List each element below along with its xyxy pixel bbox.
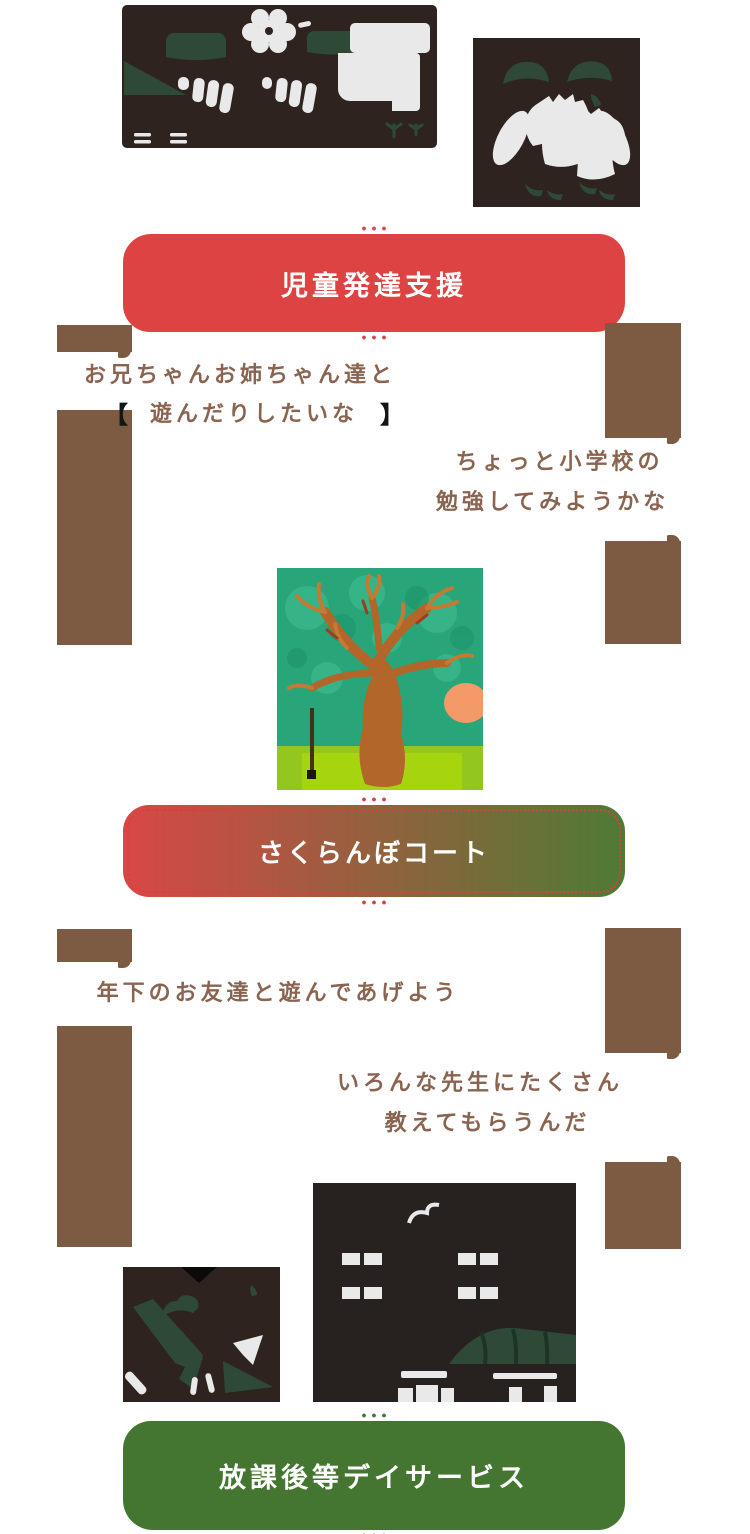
bracket-left: 【 — [104, 401, 128, 429]
banner-label: 児童発達支援 — [281, 270, 467, 302]
speech-older-kids-line1: お兄ちゃんお姉ちゃん達と — [83, 363, 396, 388]
tree-trunk-right — [605, 323, 681, 444]
pencil-icon — [124, 1371, 147, 1395]
speech-text: 遊んだりしたいな — [149, 402, 358, 428]
windows — [342, 1253, 498, 1299]
tulip-row-icon — [262, 77, 317, 114]
leaf-icon — [591, 94, 601, 107]
awning-stripes — [479, 1328, 550, 1365]
bush-icon — [166, 33, 226, 60]
body-silhouette — [179, 1357, 203, 1389]
children-illustration — [473, 38, 640, 207]
banner-jidou-hattatsu-shien[interactable]: 児童発達支援 — [123, 234, 625, 332]
pole-base — [307, 770, 316, 779]
notch — [181, 1267, 217, 1283]
speech-school-line1: ちょっと小学校の — [455, 450, 664, 475]
sprout-icon — [385, 122, 424, 139]
hair-icon — [567, 61, 612, 82]
school-building-illustration — [313, 1183, 576, 1402]
green-triangle — [223, 1361, 273, 1393]
tree-illustration — [277, 568, 483, 790]
orange-leaves — [444, 683, 483, 723]
bush-icon — [307, 31, 361, 55]
equals-marks — [134, 133, 187, 144]
tree-trunk — [359, 660, 405, 787]
hair-icon — [163, 1295, 199, 1315]
tree-trunk-left — [57, 410, 132, 645]
speech-school-line2: 勉強してみようかな — [435, 490, 670, 515]
play-scene-illustration — [123, 1267, 280, 1402]
paper-plane-icon — [233, 1335, 263, 1365]
tulip-row-icon — [178, 77, 234, 114]
shoes-icon — [525, 182, 615, 200]
speech-younger-friends: 年下のお友達と遊んであげよう — [96, 981, 460, 1006]
speech-older-kids-line2: 【 遊んだりしたいな 】 — [104, 400, 404, 430]
squiggle-icon — [407, 1202, 440, 1224]
chalk-icon — [190, 1377, 198, 1395]
red-twigs — [325, 599, 429, 640]
banner-sakuranbo-court[interactable]: さくらんぼコート — [123, 805, 625, 897]
flower-center — [265, 27, 273, 35]
arm-silhouette — [133, 1299, 203, 1371]
leaf-icon — [250, 1285, 257, 1296]
tree-trunk-right — [605, 1156, 681, 1249]
slide-icon — [124, 61, 186, 95]
twigs — [287, 574, 474, 690]
piano-icon — [338, 23, 430, 111]
pole — [310, 708, 314, 778]
tree-trunk-left — [57, 929, 132, 968]
hair-icon — [503, 61, 549, 84]
tree-trunk-right — [605, 928, 681, 1059]
playground-classroom-illustration — [122, 5, 437, 148]
tree-trunk-right — [605, 535, 681, 644]
chalk-icon — [205, 1373, 215, 1393]
branches — [308, 594, 451, 692]
flower-icon — [242, 9, 312, 53]
banner-houkago-day-service[interactable]: 放課後等デイサービス — [123, 1421, 625, 1530]
bracket-right: 】 — [379, 401, 404, 429]
tree-trunk-left — [57, 1026, 132, 1247]
banner-label: さくらんぼコート — [257, 838, 490, 869]
banner-label: 放課後等デイサービス — [219, 1463, 529, 1494]
entrance — [398, 1371, 557, 1402]
boy-shirt-silhouette — [560, 108, 626, 180]
tree-trunk-left — [57, 325, 132, 358]
speech-teachers-line1: いろんな先生にたくさん — [336, 1071, 623, 1096]
girl-arm — [492, 110, 530, 166]
speech-teachers-line2: 教えてもらうんだ — [384, 1111, 591, 1136]
